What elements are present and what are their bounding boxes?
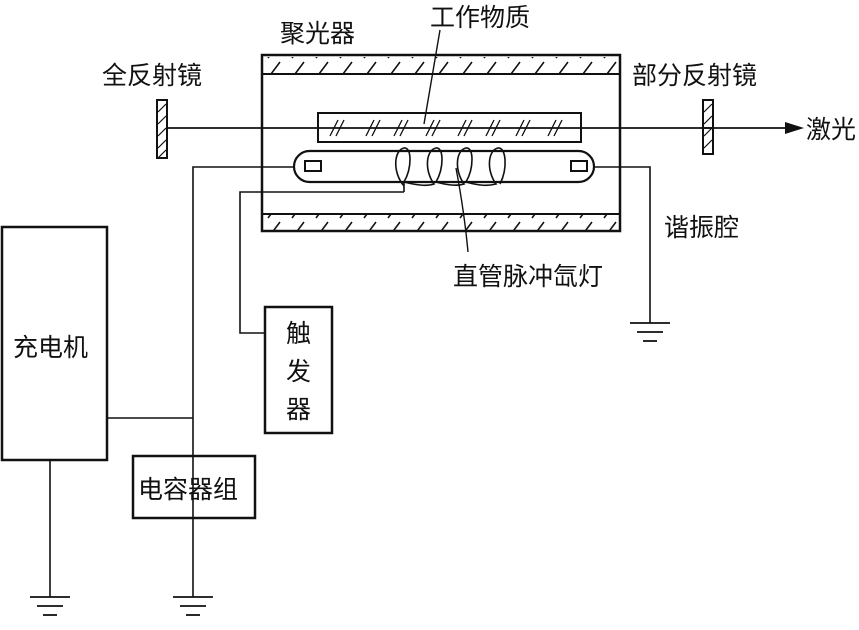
partial-mirror-label: 部分反射镜: [632, 61, 757, 90]
working-medium-leader: [423, 29, 441, 125]
trigger-box: [263, 305, 334, 435]
ground-icon-capacitor: [173, 596, 213, 616]
trigger-coil: [394, 147, 506, 192]
ground-icon-right: [630, 322, 670, 342]
concentrator-box: [260, 53, 622, 233]
working-medium-rod: [317, 112, 582, 143]
laser-label: 激光: [806, 115, 856, 144]
full-mirror-label: 全反射镜: [102, 61, 202, 90]
wiring: [49, 166, 651, 597]
charger-label: 充电机: [13, 333, 88, 362]
top-reflector-hatch: [264, 57, 618, 74]
xenon-lamp: [292, 149, 596, 184]
capacitor-bank-box: [131, 454, 257, 520]
ground-icon-charger: [30, 596, 70, 616]
partial-mirror: [702, 99, 714, 155]
resonator-label: 谐振腔: [664, 213, 739, 242]
trigger-label-char-3: 器: [286, 395, 311, 424]
trigger-label-char-1: 触: [286, 319, 311, 348]
xenon-lamp-label: 直管脉冲氙灯: [453, 262, 603, 291]
working-medium-label: 工作物质: [430, 3, 530, 32]
trigger-label-char-2: 发: [286, 357, 311, 386]
bottom-reflector-hatch: [264, 214, 618, 230]
xenon-lamp-leader: [455, 167, 469, 253]
concentrator-label: 聚光器: [280, 19, 355, 48]
laser-arrow-icon: [785, 122, 804, 134]
capacitor-bank-label: 电容器组: [138, 475, 238, 504]
full-mirror: [156, 99, 168, 159]
charger-box: [0, 225, 109, 462]
